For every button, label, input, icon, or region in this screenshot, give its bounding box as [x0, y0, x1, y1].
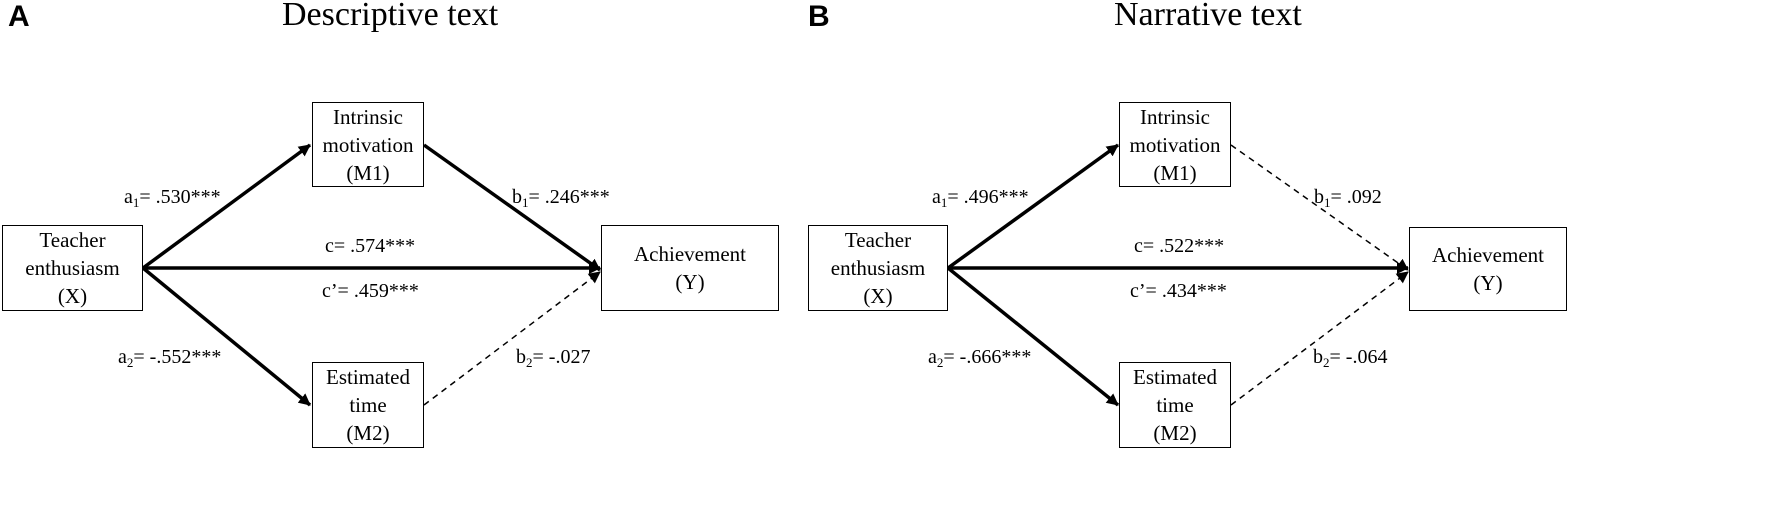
panel-b: B Narrative text Teacher enthusiasm (X) … [808, 0, 1772, 510]
panel-title: Narrative text [1114, 0, 1302, 33]
path-b1-label: b1= .092 [1314, 186, 1382, 210]
path-a2-arrow [141, 266, 312, 407]
node-teacher-enthusiasm: Teacher enthusiasm (X) [808, 225, 948, 311]
path-b2-label: b2= -.064 [1313, 346, 1388, 370]
path-c-prime-label: c’= .459*** [322, 280, 419, 302]
path-a2-arrow [946, 266, 1120, 407]
node-achievement: Achievement (Y) [1409, 227, 1567, 311]
node-intrinsic-motivation: Intrinsic motivation (M1) [312, 102, 424, 187]
path-b1-arrow [422, 143, 602, 272]
path-c-label: c= .574*** [325, 235, 416, 257]
path-b1-arrow [1230, 144, 1409, 271]
node-estimated-time: Estimated time (M2) [1119, 362, 1231, 448]
panel-b-arrows [946, 143, 1409, 407]
path-b2-label: b2= -.027 [516, 346, 591, 370]
node-estimated-time: Estimated time (M2) [312, 362, 424, 448]
path-a1-arrow [946, 143, 1120, 270]
panel-a-arrows [141, 143, 602, 407]
node-achievement: Achievement (Y) [601, 225, 779, 311]
panel-title: Descriptive text [282, 0, 499, 33]
path-b1-label: b1= .246*** [512, 186, 610, 210]
path-a2-label: a2= -.666*** [928, 346, 1032, 370]
panel-a: A Descriptive text Teacher enthusiasm (X… [0, 0, 880, 510]
path-b2-arrow [1230, 271, 1409, 406]
path-c-prime-label: c’= .434*** [1130, 280, 1227, 302]
node-teacher-enthusiasm: Teacher enthusiasm (X) [2, 225, 143, 311]
panel-letter: B [808, 0, 830, 33]
path-a1-label: a1= .496*** [932, 186, 1029, 210]
path-a1-label: a1= .530*** [124, 186, 221, 210]
path-a1-arrow [141, 143, 312, 270]
path-b2-arrow [423, 271, 601, 406]
panel-letter: A [8, 0, 30, 33]
node-intrinsic-motivation: Intrinsic motivation (M1) [1119, 102, 1231, 187]
path-a2-label: a2= -.552*** [118, 346, 222, 370]
path-c-label: c= .522*** [1134, 235, 1225, 257]
